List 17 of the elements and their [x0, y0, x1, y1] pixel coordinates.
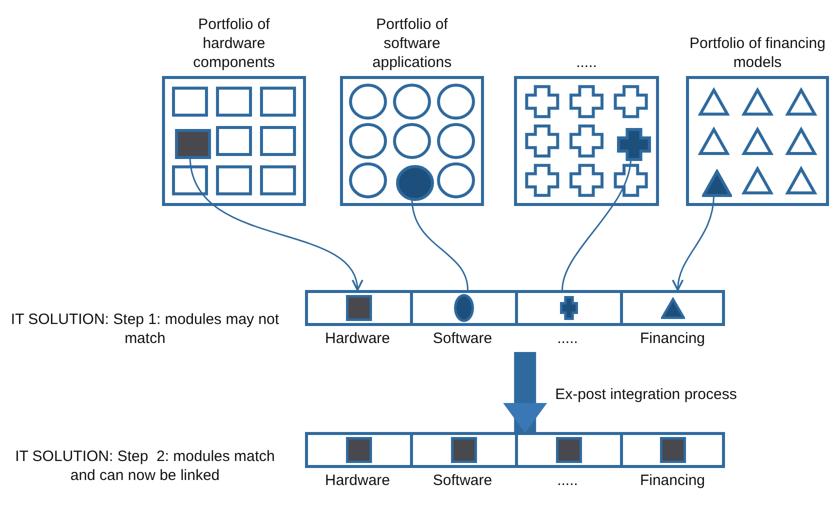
panel-heading: Portfolio of financing models — [688, 34, 826, 72]
module-label: ..... — [557, 330, 578, 348]
module-label: Software — [432, 472, 492, 490]
module-label: Software — [432, 330, 492, 348]
edge-label: Ex-post integration process — [553, 386, 739, 404]
step-caption: IT SOLUTION: Step 1: modules may not match — [10, 310, 280, 348]
connector-line — [411, 198, 468, 290]
panel-heading: ..... — [576, 53, 597, 72]
module-label: Hardware — [324, 472, 390, 490]
panel-heading: Portfolio of software applications — [371, 15, 453, 72]
module-label: Financing — [640, 472, 706, 490]
step-caption: IT SOLUTION: Step 2: modules match and can now be linked — [14, 447, 276, 485]
block-arrow — [503, 352, 548, 433]
module-label: Hardware — [324, 330, 390, 348]
panel-heading: Portfolio of hardware components — [192, 15, 276, 72]
module-label: ..... — [557, 472, 578, 490]
module-label: Financing — [640, 330, 706, 348]
